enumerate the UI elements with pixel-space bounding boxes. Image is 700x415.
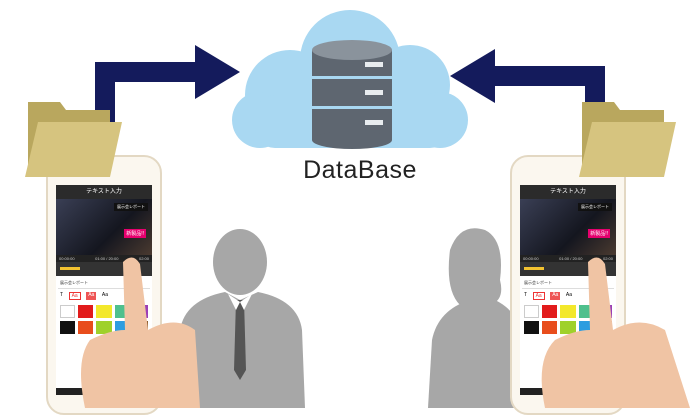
tool-fill[interactable]: Aa — [86, 292, 97, 300]
tool-text[interactable]: T — [60, 292, 64, 298]
new-product-badge: 新製品!! — [588, 229, 610, 238]
hand-right — [541, 257, 690, 408]
video-preview[interactable]: 展示会レポート新製品!! — [56, 199, 152, 255]
screen-header: テキスト入力 — [56, 185, 152, 199]
tool-text[interactable]: T — [524, 292, 528, 298]
folder-icon-right — [579, 102, 676, 177]
time-start: 00:00:00 — [523, 256, 539, 261]
database-icon — [312, 40, 392, 149]
caption-tag: 展示会レポート — [114, 203, 148, 211]
trim-handle[interactable] — [524, 267, 544, 270]
businesswoman-silhouette — [428, 228, 525, 408]
time-end: 02:00 — [138, 256, 149, 261]
video-preview[interactable]: 展示会レポート新製品!! — [520, 199, 616, 255]
tool-outline[interactable]: Aa — [68, 292, 81, 300]
businessman-silhouette — [175, 229, 305, 408]
tool-style[interactable]: Aa — [565, 292, 572, 298]
trim-handle[interactable] — [60, 267, 80, 270]
tool-style[interactable]: Aa — [101, 292, 108, 298]
upload-arrow-left — [95, 45, 240, 122]
caption-tag: 展示会レポート — [578, 203, 612, 211]
screen-header: テキスト入力 — [520, 185, 616, 199]
new-product-badge: 新製品!! — [124, 229, 146, 238]
time-mid: 01:00 / 20:00 — [559, 256, 583, 261]
time-end: 02:00 — [602, 256, 613, 261]
tool-outline[interactable]: Aa — [532, 292, 545, 300]
text-input-field[interactable]: 展示会レポート — [522, 278, 614, 289]
hand-left — [81, 257, 200, 408]
text-input-field[interactable]: 展示会レポート — [58, 278, 150, 289]
folder-icon-left — [25, 102, 122, 177]
time-start: 00:00:00 — [59, 256, 75, 261]
tool-fill[interactable]: Aa — [550, 292, 561, 300]
time-mid: 01:00 / 20:00 — [95, 256, 119, 261]
database-label: DataBase — [303, 156, 417, 184]
